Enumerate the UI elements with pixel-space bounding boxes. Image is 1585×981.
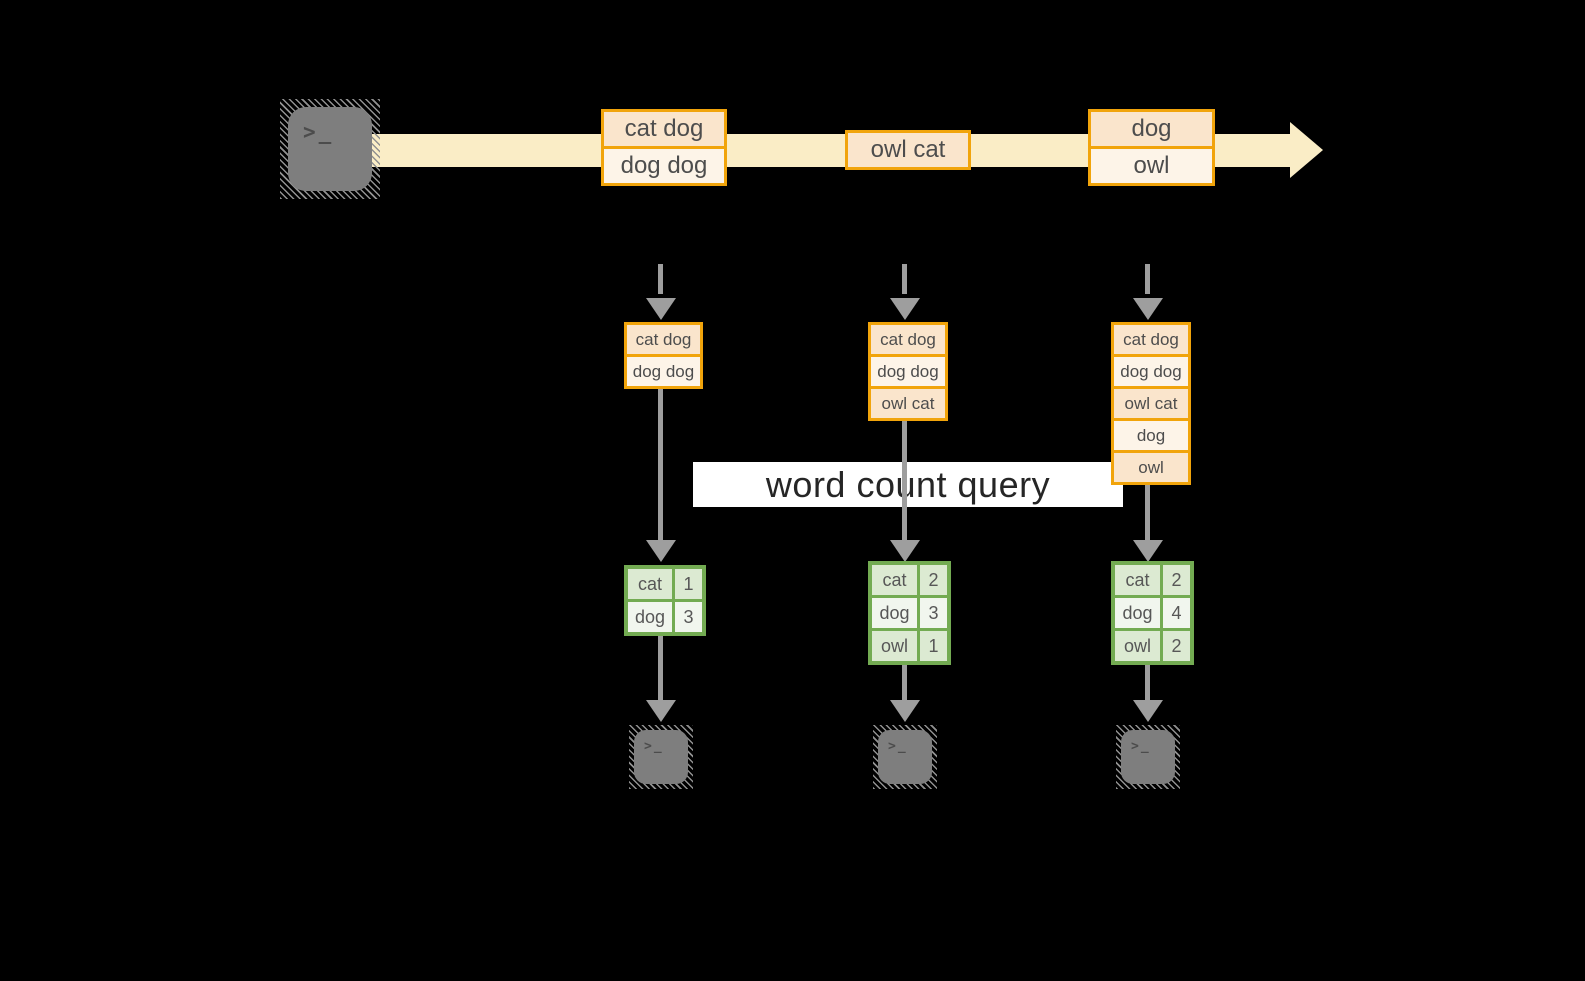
count-word-cell: dog [872, 598, 917, 628]
batch-item: dog [1091, 112, 1212, 146]
count-table-3: cat 2 dog 4 owl 2 [1111, 561, 1194, 665]
sink-arrowhead [890, 700, 920, 722]
sink-terminal-icon: >_ [873, 725, 937, 789]
dispatch-arrowhead [1133, 298, 1163, 320]
buffer-stack-1: cat dog dog dog [624, 322, 703, 389]
count-word-cell: owl [872, 631, 917, 661]
query-arrow-line [902, 421, 907, 540]
buffer-row: dog dog [627, 357, 700, 386]
count-row: owl 1 [872, 631, 947, 661]
buffer-stack-3: cat dog dog dog owl cat dog owl [1111, 322, 1191, 485]
stream-batch-1: cat dog dog dog [601, 109, 727, 186]
buffer-row: cat dog [871, 325, 945, 354]
count-value-cell: 2 [1163, 631, 1190, 661]
batch-item: cat dog [604, 112, 724, 146]
count-word-cell: dog [628, 602, 672, 632]
query-arrow-line [1145, 485, 1150, 540]
buffer-row: cat dog [1114, 325, 1188, 354]
count-value-cell: 2 [1163, 565, 1190, 595]
buffer-row: cat dog [627, 325, 700, 354]
query-arrowhead [646, 540, 676, 562]
buffer-row: owl cat [1114, 389, 1188, 418]
terminal-prompt-icon: >_ [1131, 739, 1151, 754]
sink-arrow-line [1145, 665, 1150, 700]
count-value-cell: 2 [920, 565, 947, 595]
terminal-prompt-icon: >_ [888, 739, 908, 754]
query-arrowhead [1133, 540, 1163, 562]
count-word-cell: dog [1115, 598, 1160, 628]
count-row: cat 2 [1115, 565, 1190, 595]
query-arrowhead [890, 540, 920, 562]
count-value-cell: 3 [675, 602, 702, 632]
terminal-screen: >_ [634, 730, 688, 784]
count-row: cat 1 [628, 569, 702, 599]
buffer-row: dog dog [871, 357, 945, 386]
buffer-row: owl cat [871, 389, 945, 418]
sink-terminal-icon: >_ [1116, 725, 1180, 789]
buffer-row: dog dog [1114, 357, 1188, 386]
terminal-screen: >_ [288, 107, 372, 191]
buffer-stack-2: cat dog dog dog owl cat [868, 322, 948, 421]
count-word-cell: cat [628, 569, 672, 599]
count-word-cell: cat [1115, 565, 1160, 595]
terminal-prompt-icon: >_ [644, 739, 664, 754]
dispatch-arrow-dash [658, 264, 663, 294]
terminal-prompt-icon: >_ [303, 120, 335, 144]
count-value-cell: 1 [920, 631, 947, 661]
stream-batch-2: owl cat [845, 130, 971, 170]
count-word-cell: cat [872, 565, 917, 595]
query-label: word count query [765, 464, 1051, 505]
stream-batch-3: dog owl [1088, 109, 1215, 186]
buffer-row: dog [1114, 421, 1188, 450]
sink-arrowhead [646, 700, 676, 722]
count-word-cell: owl [1115, 631, 1160, 661]
dispatch-arrow-dash [1145, 264, 1150, 294]
count-table-1: cat 1 dog 3 [624, 565, 706, 636]
batch-item: owl cat [848, 133, 968, 167]
dispatch-arrowhead [890, 298, 920, 320]
count-value-cell: 3 [920, 598, 947, 628]
sink-arrow-line [902, 665, 907, 700]
batch-item: owl [1091, 149, 1212, 183]
count-row: owl 2 [1115, 631, 1190, 661]
terminal-screen: >_ [1121, 730, 1175, 784]
query-arrow-line [658, 389, 663, 540]
query-label-band: word count query [693, 462, 1123, 507]
sink-arrowhead [1133, 700, 1163, 722]
dispatch-arrow-dash [902, 264, 907, 294]
count-row: cat 2 [872, 565, 947, 595]
count-row: dog 3 [872, 598, 947, 628]
terminal-screen: >_ [878, 730, 932, 784]
count-value-cell: 4 [1163, 598, 1190, 628]
stream-arrowhead [1290, 122, 1323, 178]
sink-terminal-icon: >_ [629, 725, 693, 789]
batch-item: dog dog [604, 149, 724, 183]
count-row: dog 3 [628, 602, 702, 632]
buffer-row: owl [1114, 453, 1188, 482]
count-row: dog 4 [1115, 598, 1190, 628]
count-table-2: cat 2 dog 3 owl 1 [868, 561, 951, 665]
sink-arrow-line [658, 636, 663, 700]
dispatch-arrowhead [646, 298, 676, 320]
source-terminal-icon: >_ [280, 99, 380, 199]
count-value-cell: 1 [675, 569, 702, 599]
